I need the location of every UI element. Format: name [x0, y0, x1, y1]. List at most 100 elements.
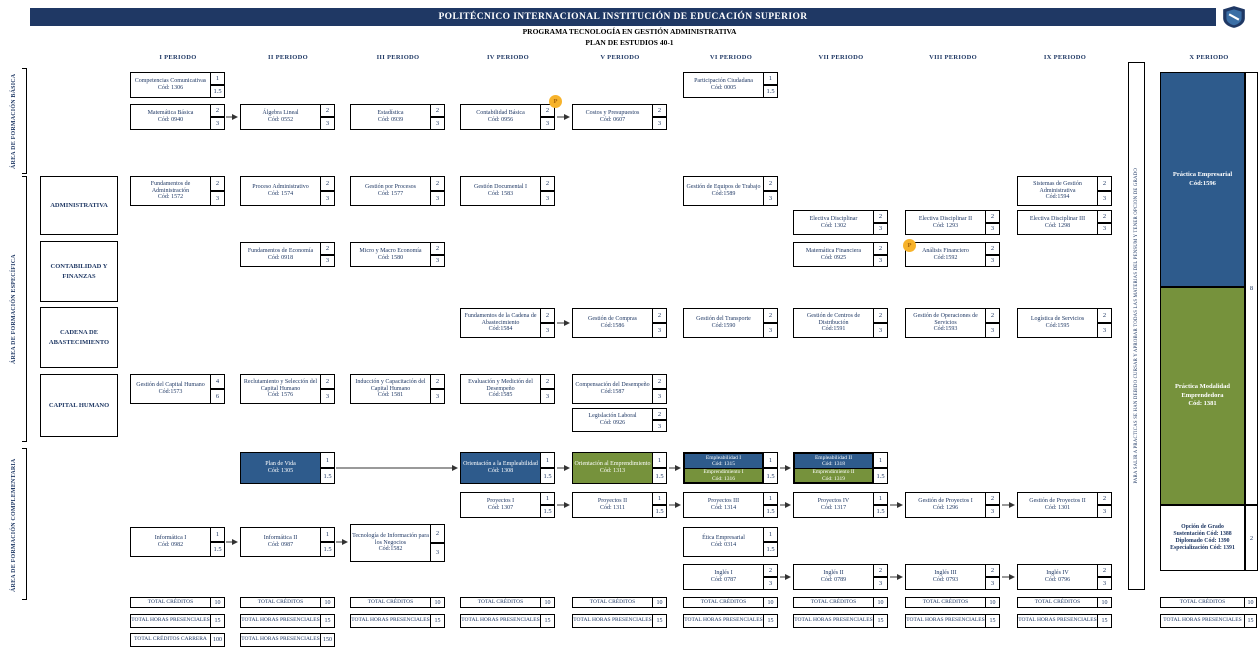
hours-value: 1.5: [320, 468, 335, 484]
course-title: Gestión de Proyectos II: [1029, 498, 1086, 505]
area-complementaria-bracket: [22, 448, 27, 600]
credits-value: 2: [320, 176, 335, 191]
course-code: Cód: 1301: [1044, 505, 1071, 511]
course-title: Emprendimiento II: [812, 469, 855, 476]
credits-value: 2: [1097, 564, 1112, 577]
hours-value: 3: [985, 254, 1000, 267]
course-title: Gestión de Proyectos I: [918, 498, 973, 505]
credits-value: 2: [873, 308, 888, 323]
course-code: Cód:1587: [600, 389, 625, 395]
course-code: Cód: 0918: [267, 254, 294, 261]
credits-value: 1: [320, 452, 335, 468]
course-code: Cód: 1577: [377, 191, 404, 197]
course-code: Cód: 1580: [377, 254, 404, 261]
course-code: Cód: 0796: [1044, 577, 1071, 583]
course-title: Fundamentos de Economía: [247, 247, 314, 254]
grade-option-line: Diplomado Cód: 1390: [1175, 538, 1230, 544]
credits-value: 2: [1097, 210, 1112, 223]
credits-value: 2: [1097, 176, 1112, 191]
course-title: Álgebra Lineal: [262, 110, 299, 117]
area-especifica-label: ÁREA DE FORMACIÓN ESPECÍFICA: [11, 254, 17, 364]
course-title: Proyectos I: [486, 498, 515, 505]
course-code: Cód: 0552: [267, 117, 294, 123]
area-basica-bracket: [22, 68, 27, 174]
credits-value: 2: [540, 308, 555, 323]
credits-value: 2: [210, 176, 225, 191]
total-label: TOTAL HORAS PRESENCIALES: [240, 633, 321, 647]
course-title: Proyectos II: [597, 498, 628, 505]
credits-value: 2: [652, 408, 667, 420]
course-code: Cód:1591: [821, 326, 846, 333]
total-label: TOTAL HORAS PRESENCIALES: [460, 614, 541, 628]
credits-value: 2: [1097, 308, 1112, 323]
total-value: 15: [652, 614, 667, 628]
credits-value: 2: [210, 104, 225, 117]
course-title: Gestión del Capital Humano: [136, 382, 205, 389]
comment-badge-icon[interactable]: P: [549, 95, 562, 108]
total-label: TOTAL CRÉDITOS: [240, 597, 321, 608]
hours-value: 1.5: [763, 505, 778, 518]
total-value: 15: [985, 614, 1000, 628]
course-name-box: Reclutamiento y Selección del Capital Hu…: [240, 374, 321, 404]
course-title: Empleabilidad I: [705, 454, 742, 461]
hours-value: 1.5: [763, 468, 778, 484]
total-label: TOTAL HORAS PRESENCIALES: [572, 614, 653, 628]
credits-value: 2: [430, 524, 445, 543]
course-code: Cód: 0005: [710, 85, 737, 91]
hours-value: 3: [1097, 191, 1112, 206]
course-title: Inglés II: [823, 570, 844, 577]
hours-value: 3: [320, 389, 335, 404]
area-box-cadena-abastecimiento: CADENA DE ABASTECIMIENTO: [40, 307, 118, 368]
grade-option-line: Sustentación Cód: 1388: [1173, 530, 1232, 537]
total-label: TOTAL HORAS PRESENCIALES: [1160, 614, 1245, 628]
total-value: 15: [763, 614, 778, 628]
course-code: Cód:1585: [488, 392, 513, 399]
course-title: Empleabilidad II: [814, 454, 853, 461]
hours-value: 3: [652, 389, 667, 404]
hours-value: 3: [763, 191, 778, 206]
hours-value: 3: [873, 577, 888, 590]
course-code: Cód: 0987: [267, 542, 294, 548]
comment-badge-icon[interactable]: P: [903, 239, 916, 252]
course-title: Reclutamiento y Selección del Capital Hu…: [243, 378, 318, 392]
hours-value: 3: [540, 191, 555, 206]
hours-value: 3: [763, 577, 778, 590]
total-label: TOTAL CRÉDITOS CARRERA: [130, 633, 211, 647]
course-code: Cód: 0940: [157, 117, 184, 123]
